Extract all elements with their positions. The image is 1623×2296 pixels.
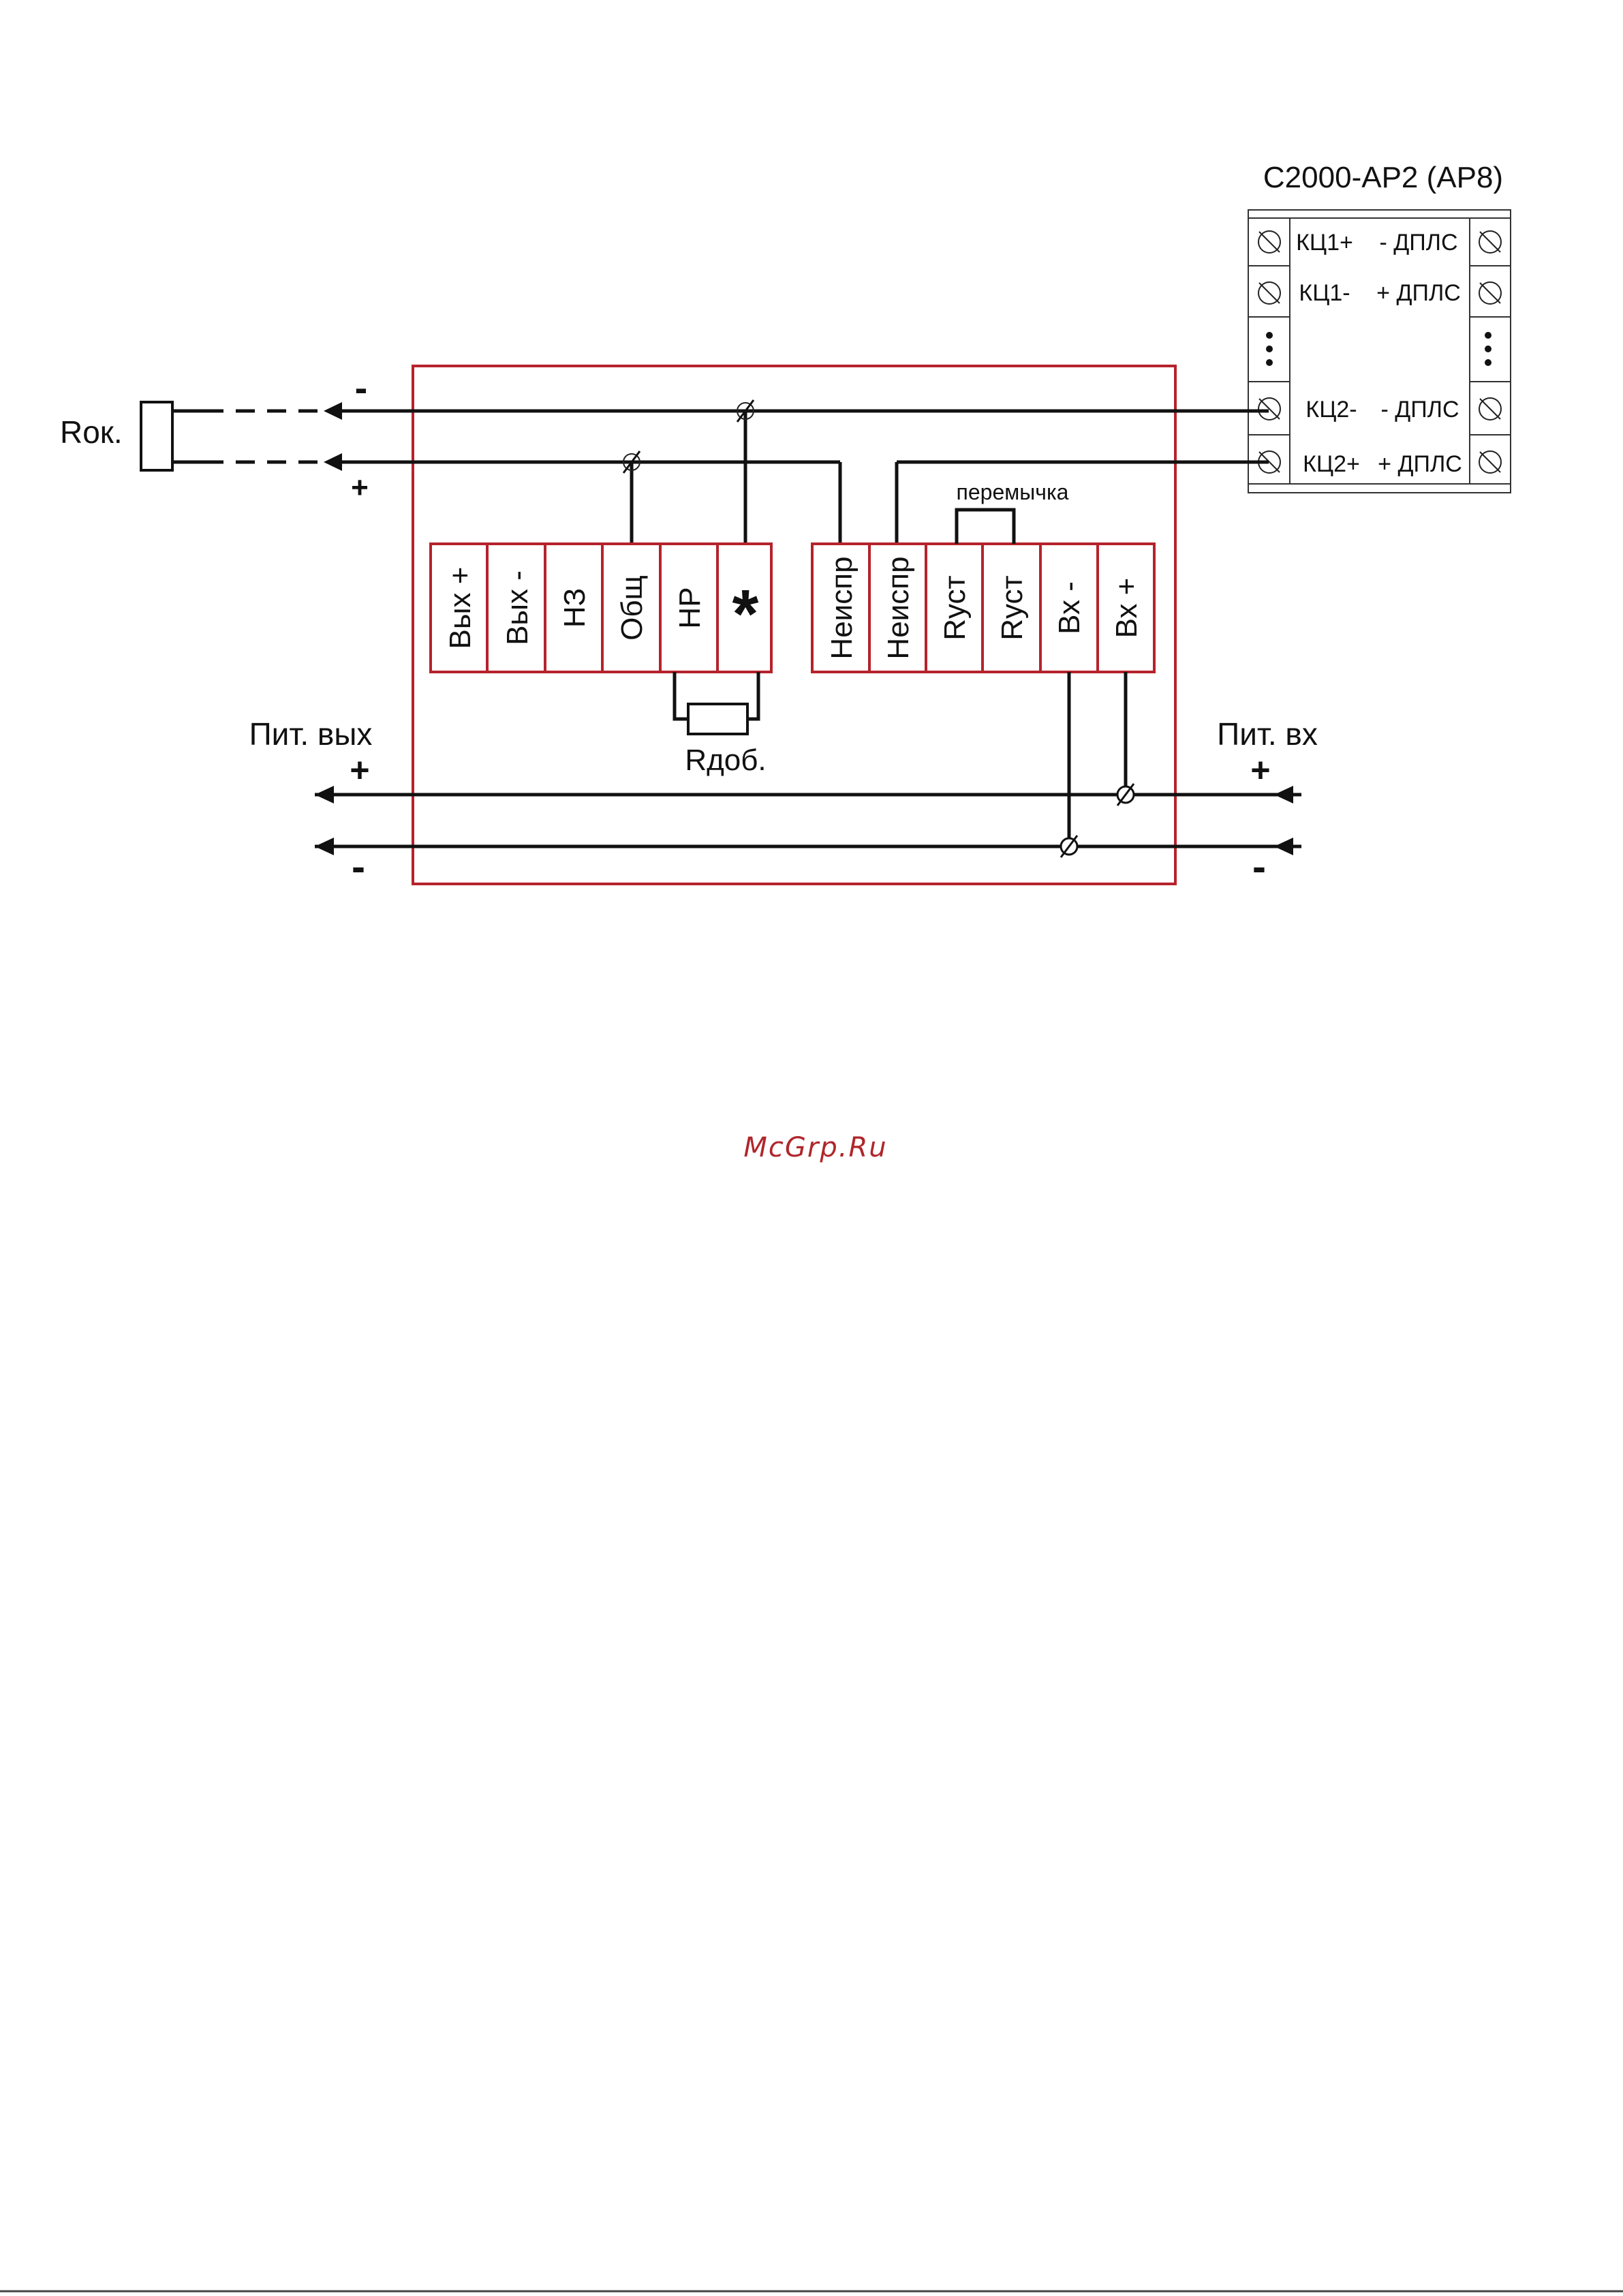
- jumper-label: перемычка: [957, 480, 1069, 504]
- terminal-vyh-minus: Вых -: [501, 570, 534, 645]
- power-out-minus: -: [352, 844, 365, 889]
- terminal-obshch: Общ: [615, 575, 649, 641]
- ellipsis-icon: [1266, 332, 1491, 366]
- rdob-resistor: [675, 672, 758, 734]
- device-title: С2000-АР2 (АР8): [1263, 161, 1503, 194]
- terminal-group-left: [431, 544, 771, 672]
- terminal-rust-2: Rуст: [995, 575, 1029, 640]
- terminal-neispr-1: Неиспр: [825, 556, 859, 659]
- power-wires: [315, 672, 1301, 846]
- terminal-vh-minus: Вх -: [1053, 581, 1086, 634]
- device-row-left-3: КЦ2-: [1305, 397, 1357, 423]
- rok-resistor: [141, 402, 204, 470]
- device-row-right-2: + ДПЛС: [1376, 280, 1461, 306]
- terminal-vyh-plus: Вых +: [444, 567, 477, 649]
- loop-plus-label: +: [351, 471, 369, 504]
- screw-terminal-icon: [1258, 231, 1501, 473]
- terminal-nz: НЗ: [558, 588, 591, 628]
- power-in-label: Пит. вх: [1217, 716, 1318, 752]
- watermark: McGrp.Ru: [743, 1132, 887, 1163]
- terminal-group-right: [812, 544, 1154, 672]
- terminal-rust-1: Rуст: [938, 575, 972, 640]
- power-out-label: Пит. вых: [249, 716, 373, 752]
- terminal-vh-plus: Вх +: [1110, 578, 1143, 639]
- power-in-plus: +: [1250, 751, 1270, 789]
- terminal-nr: НР: [673, 587, 707, 628]
- terminal-neispr-2: Неиспр: [882, 556, 915, 659]
- loop-arrow-icon: [324, 402, 342, 471]
- device-row-right-3: - ДПЛС: [1380, 397, 1459, 423]
- loop-minus-label: -: [355, 366, 368, 409]
- device-row-left-4: КЦ2+: [1303, 451, 1360, 477]
- device-row-left-1: КЦ1+: [1296, 230, 1353, 256]
- power-in-minus: -: [1252, 844, 1266, 889]
- device-row-left-2: КЦ1-: [1299, 280, 1350, 306]
- device-row-right-1: - ДПЛС: [1379, 230, 1457, 256]
- device-row-right-4: + ДПЛС: [1378, 451, 1462, 477]
- rok-label: Rок.: [60, 414, 123, 450]
- power-out-plus: +: [350, 751, 369, 789]
- terminal-star: *: [732, 576, 759, 652]
- rdob-label: Rдоб.: [685, 744, 766, 777]
- jumper-wire: [957, 510, 1014, 544]
